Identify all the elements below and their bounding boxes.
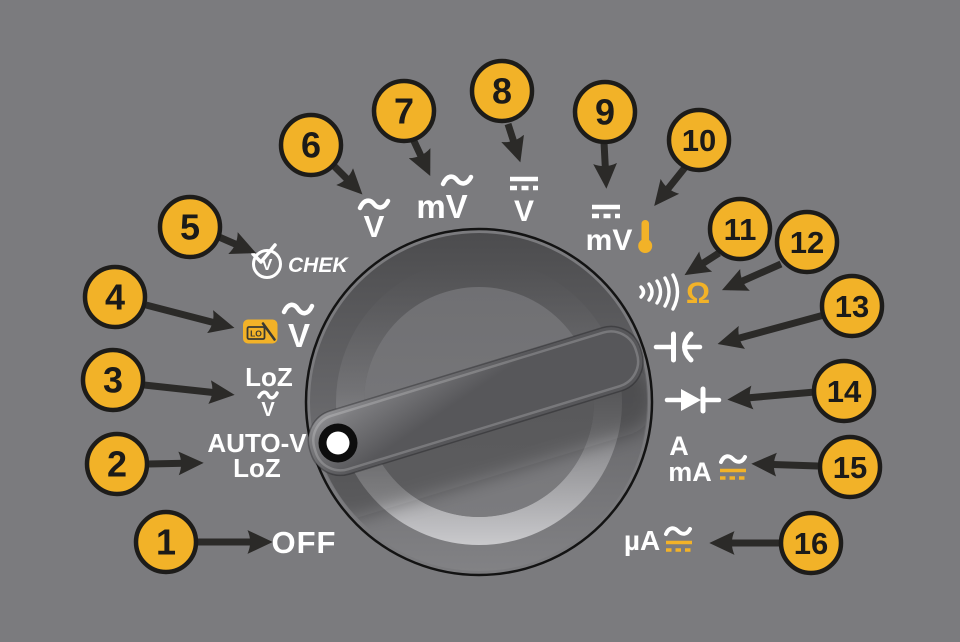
- callout-5-arrow: [217, 232, 257, 254]
- callout-8: 8: [469, 58, 535, 124]
- label-ohm: Ω: [686, 277, 710, 310]
- callout-9-arrow: [593, 141, 617, 189]
- callout-7: 7: [371, 78, 437, 144]
- label-v-chek: CHEK: [288, 254, 349, 277]
- continuity-waves-icon: [639, 273, 680, 311]
- callout-2: 2: [84, 431, 150, 497]
- diode-icon: [664, 386, 722, 414]
- callout-14: 14: [811, 358, 877, 424]
- label-loz: LoZ: [245, 362, 293, 392]
- callout-10: 10: [666, 107, 732, 173]
- callout-12: 12: [774, 209, 840, 275]
- callout-4: 4: [82, 264, 148, 330]
- callout-1-number: 1: [156, 522, 176, 563]
- callout-11-arrow: [684, 250, 721, 276]
- callout-13-arrow: [717, 311, 825, 349]
- label-a: A: [669, 431, 689, 461]
- callout-14-number: 14: [827, 374, 862, 409]
- pointer-dot-icon: [326, 431, 350, 455]
- label-dc-v: V: [514, 195, 534, 228]
- callout-13: 13: [819, 273, 885, 339]
- callout-11: 11: [707, 196, 773, 262]
- callout-6: 6: [278, 112, 344, 178]
- callout-4-number: 4: [105, 277, 125, 318]
- rotary-knob: [304, 227, 654, 577]
- callout-7-number: 7: [394, 91, 414, 132]
- callout-10-number: 10: [682, 123, 716, 158]
- dc-bars-icon: [510, 176, 538, 191]
- callout-9-number: 9: [595, 92, 615, 133]
- callout-5-number: 5: [180, 207, 200, 248]
- dc-bars-icon: [592, 204, 620, 219]
- label-v-chek-v: V: [262, 257, 273, 274]
- knob-outline-ring: [304, 227, 654, 577]
- callout-bubbles: 1 2 3 4 5 6 7 8: [80, 58, 885, 576]
- callout-16: 16: [778, 510, 844, 576]
- callout-15-number: 15: [833, 450, 867, 485]
- callout-4-arrow: [145, 301, 235, 334]
- callout-15: 15: [817, 434, 883, 500]
- label-ua: µA: [624, 525, 660, 556]
- label-lo-badge: LO: [250, 329, 262, 339]
- capacitor-icon: [653, 331, 703, 363]
- thermometer-icon: [638, 220, 653, 253]
- label-off: OFF: [272, 525, 337, 560]
- callout-9: 9: [572, 79, 638, 145]
- callout-3-arrow: [143, 380, 235, 404]
- knob-pointer-handle: [307, 325, 644, 477]
- label-loz-sub-v: V: [261, 399, 275, 421]
- v-chek-badge-icon: V: [251, 243, 282, 279]
- ac-tilde-icon: [440, 174, 474, 187]
- callout-16-number: 16: [794, 526, 828, 561]
- callout-1: 1: [133, 509, 199, 575]
- callout-11-number: 11: [724, 212, 757, 247]
- callout-2-arrow: [147, 451, 204, 476]
- callout-arrows: [143, 122, 825, 555]
- callout-3: 3: [80, 347, 146, 413]
- ac-tilde-icon: [257, 390, 279, 400]
- low-pass-filter-badge-icon: LO: [243, 319, 278, 344]
- callout-8-number: 8: [492, 71, 512, 112]
- label-lo-filter-v: V: [288, 317, 310, 354]
- label-ma: mA: [668, 457, 712, 487]
- callout-2-number: 2: [107, 444, 127, 485]
- callout-13-number: 13: [835, 289, 869, 324]
- callout-8-arrow: [501, 122, 524, 163]
- ac-tilde-icon: [357, 198, 391, 211]
- callout-15-arrow: [751, 452, 819, 477]
- callout-14-arrow: [727, 385, 816, 410]
- callout-10-arrow: [654, 162, 690, 207]
- label-ac-mv: mV: [416, 188, 467, 225]
- callout-6-number: 6: [301, 125, 321, 166]
- callout-6-arrow: [330, 162, 363, 195]
- label-auto-v-loz: LoZ: [233, 453, 281, 483]
- callout-7-arrow: [408, 137, 431, 176]
- ac-dc-combo-icon: [664, 526, 692, 552]
- ac-dc-combo-icon: [719, 454, 747, 480]
- callout-3-number: 3: [103, 360, 123, 401]
- callout-12-number: 12: [790, 225, 824, 260]
- ac-tilde-icon: [281, 302, 315, 316]
- label-ac-v: V: [364, 209, 385, 244]
- callout-5: 5: [157, 194, 223, 260]
- callout-12-arrow: [721, 260, 783, 291]
- label-dc-mv: mV: [586, 224, 633, 257]
- label-auto-v: AUTO-V: [207, 428, 307, 458]
